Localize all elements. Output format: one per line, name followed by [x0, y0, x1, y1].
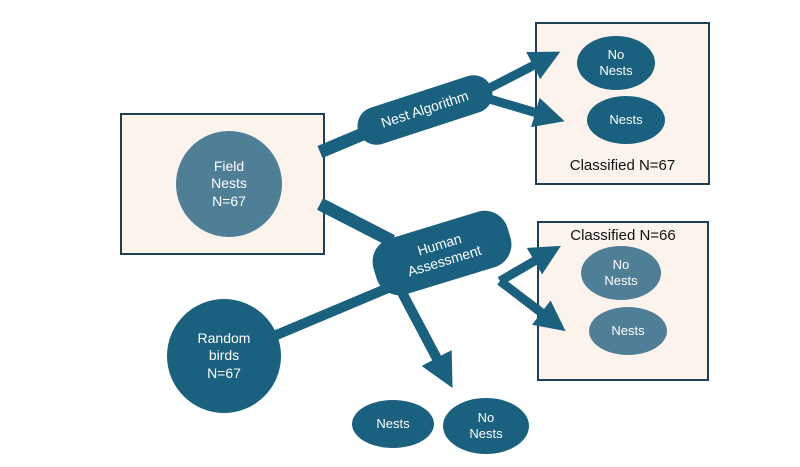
algo-no-nests-label: No Nests	[599, 46, 633, 78]
algo-nests-ellipse: Nests	[587, 96, 665, 144]
random-no-nests-ellipse: No Nests	[443, 398, 529, 454]
human-classified-caption: Classified N=66	[570, 227, 676, 244]
connector-random-to-human	[272, 278, 402, 341]
algo-no-nests-ellipse: No Nests	[577, 36, 655, 90]
algo-classified-caption: Classified N=67	[569, 157, 676, 174]
human-no-nests-label: No Nests	[604, 256, 638, 288]
random-nests-ellipse: Nests	[352, 400, 434, 448]
human-nests-ellipse: Nests	[589, 307, 667, 355]
nest-algorithm-pill: Nest Algorithm	[352, 70, 498, 150]
connector-field-to-human	[317, 198, 395, 247]
nest-algorithm-label: Nest Algorithm	[378, 87, 471, 131]
human-nests-label: Nests	[611, 322, 645, 338]
human-assessment-pill: Human Assessment	[366, 204, 518, 302]
random-birds-label: Random birds N=67	[197, 329, 251, 381]
random-no-nests-label: No Nests	[469, 409, 503, 441]
field-nests-label: Field Nests N=67	[211, 157, 247, 209]
connector-human-to-random-results	[393, 282, 453, 389]
human-no-nests-ellipse: No Nests	[581, 246, 661, 300]
random-birds-node: Random birds N=67	[167, 299, 281, 413]
field-nests-node: Field Nests N=67	[176, 131, 282, 237]
algo-nests-label: Nests	[609, 111, 643, 127]
random-nests-label: Nests	[376, 415, 410, 431]
human-assessment-label: Human Assessment	[405, 229, 484, 280]
human-result-panel	[537, 221, 709, 381]
